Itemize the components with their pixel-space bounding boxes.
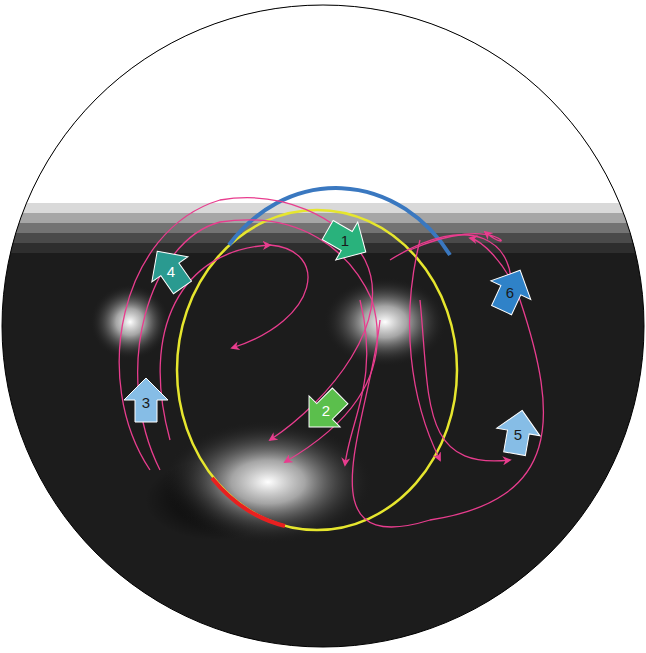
direction-arrow: [139, 239, 200, 300]
callout-number: 4: [159, 262, 183, 282]
direction-arrow: [293, 380, 355, 442]
callout-number: 5: [506, 425, 530, 445]
direction-arrow: [317, 211, 377, 271]
direction-arrow: [482, 261, 540, 319]
callout-number: 1: [333, 231, 357, 251]
direction-arrow: [493, 407, 544, 458]
callout-number: 6: [498, 283, 522, 303]
callout-number: 3: [134, 393, 158, 413]
callout-number: 2: [314, 401, 338, 421]
direction-arrow: [124, 378, 168, 422]
